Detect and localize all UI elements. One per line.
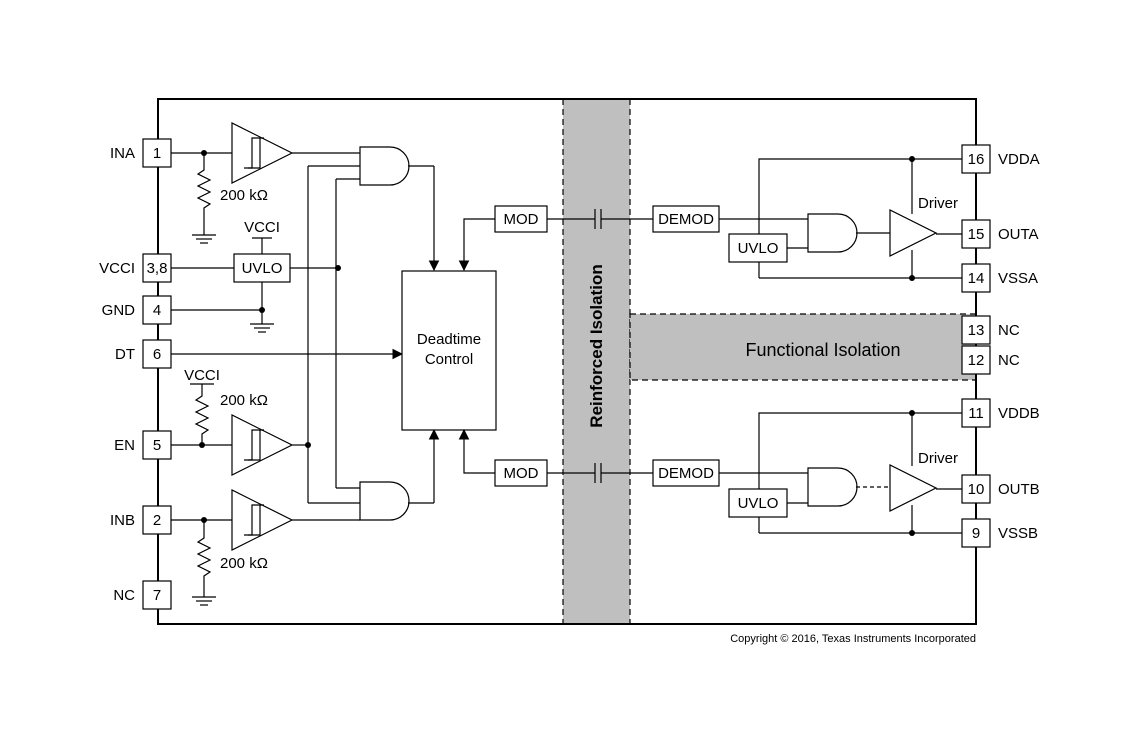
svg-text:VSSA: VSSA — [998, 270, 1038, 287]
svg-text:200 kΩ: 200 kΩ — [220, 555, 268, 572]
svg-text:MOD: MOD — [504, 465, 539, 482]
svg-text:11: 11 — [968, 405, 984, 422]
functional-isolation-region — [629, 313, 977, 381]
output-channel-b: DEMOD UVLO Driver — [652, 410, 962, 536]
and-gate-b — [359, 481, 410, 521]
svg-text:Driver: Driver — [918, 195, 958, 212]
svg-text:1: 1 — [153, 145, 161, 162]
svg-text:VDDB: VDDB — [998, 405, 1040, 422]
right-pin-outb: 10 OUTB — [961, 474, 1040, 504]
svg-text:DT: DT — [115, 346, 135, 363]
svg-text:UVLO: UVLO — [738, 240, 779, 257]
svg-text:14: 14 — [968, 270, 985, 287]
right-pin-vssb: 9 VSSB — [961, 518, 1038, 548]
vcci-uvlo: VCCI UVLO — [171, 219, 341, 333]
reinforced-isolation-barrier — [563, 99, 630, 624]
right-pin-outa: 15 OUTA — [961, 219, 1039, 249]
left-pin-dt: 6 DT — [115, 339, 172, 369]
svg-text:12: 12 — [968, 352, 985, 369]
and-gate-a — [359, 146, 410, 186]
en-input-stage: VCCI 200 kΩ — [171, 367, 311, 476]
svg-text:2: 2 — [153, 512, 161, 529]
svg-text:INB: INB — [110, 512, 135, 529]
svg-text:9: 9 — [972, 525, 980, 542]
right-pin-vdda: 16 VDDA — [961, 144, 1040, 174]
left-pin-gnd: 4 GND — [102, 295, 172, 325]
svg-text:DEMOD: DEMOD — [658, 211, 714, 228]
svg-text:200 kΩ: 200 kΩ — [220, 187, 268, 204]
svg-text:13: 13 — [968, 322, 985, 339]
mod-block-b: MOD — [458, 428, 653, 487]
svg-text:NC: NC — [998, 322, 1020, 339]
svg-text:VSSB: VSSB — [998, 525, 1038, 542]
svg-text:16: 16 — [968, 151, 985, 168]
svg-text:GND: GND — [102, 302, 136, 319]
svg-text:UVLO: UVLO — [242, 260, 283, 277]
svg-text:NC: NC — [998, 352, 1020, 369]
left-pin-inb: 2 INB — [110, 505, 172, 535]
ina-input-stage: 200 kΩ — [171, 122, 360, 244]
svg-text:INA: INA — [110, 145, 135, 162]
svg-text:4: 4 — [153, 302, 161, 319]
left-pin-ina: 1 INA — [110, 138, 172, 168]
svg-text:VCCI: VCCI — [184, 367, 220, 384]
svg-text:MOD: MOD — [504, 211, 539, 228]
svg-text:3,8: 3,8 — [147, 260, 168, 277]
inb-input-stage: 200 kΩ — [171, 489, 360, 606]
reinforced-isolation-label: Reinforced Isolation — [587, 264, 606, 427]
svg-text:NC: NC — [113, 587, 135, 604]
svg-text:5: 5 — [153, 437, 161, 454]
svg-text:6: 6 — [153, 346, 161, 363]
svg-text:UVLO: UVLO — [738, 495, 779, 512]
svg-text:7: 7 — [153, 587, 161, 604]
copyright-text: Copyright © 2016, Texas Instruments Inco… — [730, 633, 976, 645]
svg-text:Driver: Driver — [918, 450, 958, 467]
functional-isolation-label: Functional Isolation — [745, 340, 900, 360]
mod-block-a: MOD — [458, 205, 653, 272]
right-pin-vddb: 11 VDDB — [961, 398, 1040, 428]
right-pin-vssa: 14 VSSA — [961, 263, 1038, 293]
svg-text:VDDA: VDDA — [998, 151, 1040, 168]
svg-text:EN: EN — [114, 437, 135, 454]
svg-text:OUTB: OUTB — [998, 481, 1040, 498]
svg-text:15: 15 — [968, 226, 985, 243]
svg-text:10: 10 — [968, 481, 985, 498]
left-pin-en: 5 EN — [114, 430, 172, 460]
svg-text:OUTA: OUTA — [998, 226, 1039, 243]
left-pin-nc: 7 NC — [113, 580, 172, 610]
left-pin-vcci: 3,8 VCCI — [99, 253, 172, 283]
svg-text:Control: Control — [425, 351, 473, 368]
svg-text:Deadtime: Deadtime — [417, 331, 481, 348]
svg-text:VCCI: VCCI — [99, 260, 135, 277]
deadtime-control-block: Deadtime Control — [401, 270, 497, 431]
right-pin-nc12: 12 NC — [961, 345, 1020, 375]
svg-text:VCCI: VCCI — [244, 219, 280, 236]
svg-text:200 kΩ: 200 kΩ — [220, 392, 268, 409]
right-pin-nc13: 13 NC — [961, 315, 1020, 345]
output-channel-a: DEMOD UVLO Driver — [652, 156, 962, 281]
svg-text:DEMOD: DEMOD — [658, 465, 714, 482]
